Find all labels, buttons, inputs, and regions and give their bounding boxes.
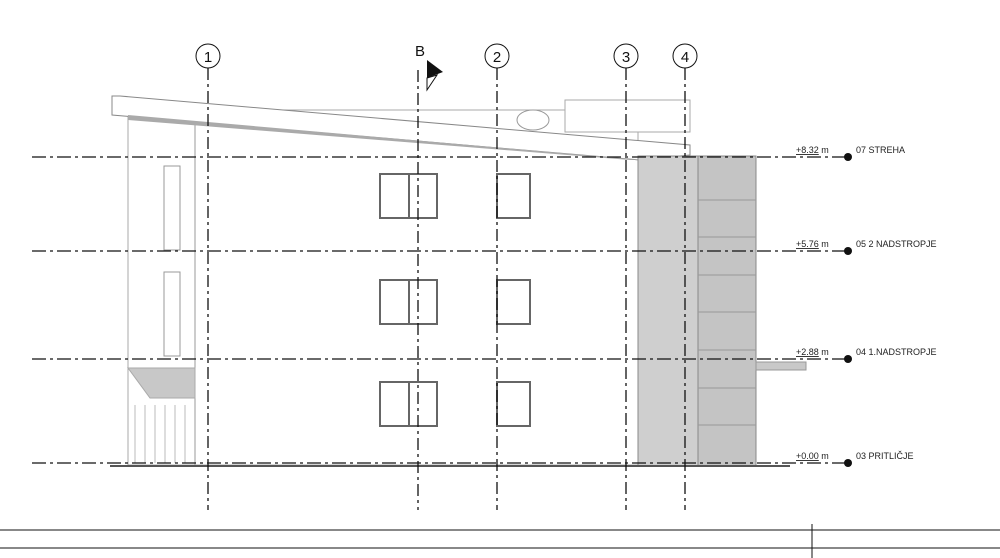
level-label-2-nadstropje: +5.76 m 05 2 NADSTROPJE — [796, 239, 937, 255]
title-block — [0, 524, 1000, 558]
level-lines — [32, 156, 845, 464]
svg-text:3: 3 — [622, 49, 630, 66]
level-label-pritlicje: +0.00 m 03 PRITLIČJE — [796, 451, 914, 467]
window — [496, 279, 531, 325]
grid-bubble-1: 1 — [195, 43, 221, 69]
svg-text:+8.32 m: +8.32 m — [796, 145, 829, 155]
svg-text:2: 2 — [493, 49, 501, 66]
section-marker: B — [415, 43, 443, 92]
section-arrow-icon — [427, 60, 443, 78]
svg-text:4: 4 — [681, 49, 689, 66]
windows — [379, 173, 531, 427]
svg-text:04 1.NADSTROPJE: 04 1.NADSTROPJE — [856, 347, 937, 357]
svg-text:03 PRITLIČJE: 03 PRITLIČJE — [856, 451, 914, 461]
grid-bubble-4: 4 — [672, 43, 698, 69]
svg-text:B: B — [415, 43, 425, 60]
svg-text:+5.76 m: +5.76 m — [796, 239, 829, 249]
svg-text:05 2 NADSTROPJE: 05 2 NADSTROPJE — [856, 239, 937, 249]
grid-bubble-3: 3 — [613, 43, 639, 69]
grid-bubble-2: 2 — [484, 43, 510, 69]
level-label-streha: +8.32 m 07 STREHA — [796, 145, 905, 161]
window — [496, 173, 531, 219]
window — [496, 381, 531, 427]
level-head-icon — [844, 153, 852, 161]
svg-text:1: 1 — [204, 49, 212, 66]
grid-lines — [207, 68, 686, 510]
svg-text:07 STREHA: 07 STREHA — [856, 145, 905, 155]
level-head-icon — [844, 355, 852, 363]
svg-text:+0.00 m: +0.00 m — [796, 451, 829, 461]
svg-text:+2.88 m: +2.88 m — [796, 347, 829, 357]
level-head-icon — [844, 459, 852, 467]
level-label-1-nadstropje: +2.88 m 04 1.NADSTROPJE — [796, 347, 937, 363]
building — [110, 95, 807, 467]
level-head-icon — [844, 247, 852, 255]
